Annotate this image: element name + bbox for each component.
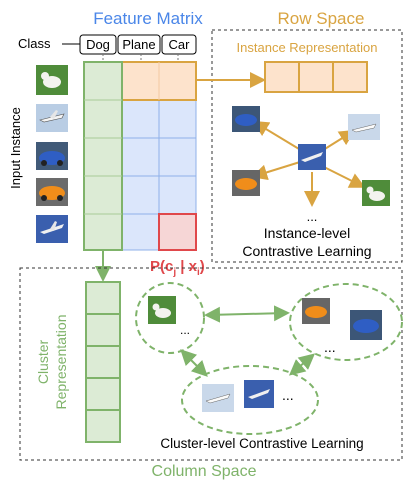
cluster-arrow-dog-car — [204, 305, 290, 323]
feature-matrix-title: Feature Matrix — [93, 9, 203, 28]
input-instance-label: Input Instance — [8, 107, 23, 189]
class-name-car: Car — [169, 37, 191, 52]
class-name-plane: Plane — [122, 37, 155, 52]
input-thumb-plane-2 — [36, 215, 68, 243]
instance-representation-vector — [264, 61, 368, 93]
cluster-car — [289, 283, 403, 361]
row-space-title: Row Space — [278, 9, 365, 28]
instance-graph — [232, 106, 390, 207]
class-box-car — [161, 34, 197, 55]
row-space-box — [211, 29, 403, 263]
column-space-title: Column Space — [152, 463, 257, 480]
cluster-representation-line1: Cluster — [35, 339, 51, 384]
cluster-plane-ellipsis: ... — [282, 387, 294, 403]
cluster-dog — [135, 282, 205, 354]
instance-learning-line2: Contrastive Learning — [242, 243, 371, 259]
input-thumb-car-2 — [36, 178, 68, 206]
class-label: Class — [18, 36, 51, 51]
cluster-learning-label: Cluster-level Contrastive Learning — [160, 436, 363, 451]
probability-label: P(cj | xi) — [150, 258, 205, 278]
input-thumb-dog — [36, 65, 68, 95]
probability-cell — [158, 213, 197, 251]
input-thumb-car-1 — [36, 142, 68, 170]
cluster-dog-ellipsis: ... — [180, 323, 190, 337]
instance-representation-label: Instance Representation — [237, 40, 378, 55]
cluster-representation-vector — [85, 281, 121, 443]
cluster-representation-line2: Representation — [53, 315, 69, 410]
column-space-box — [19, 267, 403, 461]
feature-matrix — [83, 61, 197, 251]
cluster-arrow-dog-plane — [180, 349, 208, 377]
class-box-plane — [117, 34, 161, 55]
instance-ellipsis: ... — [307, 209, 318, 224]
cluster-plane — [181, 365, 319, 435]
column-highlight — [83, 61, 123, 251]
cluster-arrow-car-plane — [288, 353, 316, 376]
input-thumb-plane — [36, 104, 68, 132]
instance-learning-line1: Instance-level — [264, 225, 350, 241]
class-box-dog — [79, 34, 117, 55]
class-name-dog: Dog — [86, 37, 110, 52]
cluster-car-ellipsis: ... — [324, 339, 336, 355]
